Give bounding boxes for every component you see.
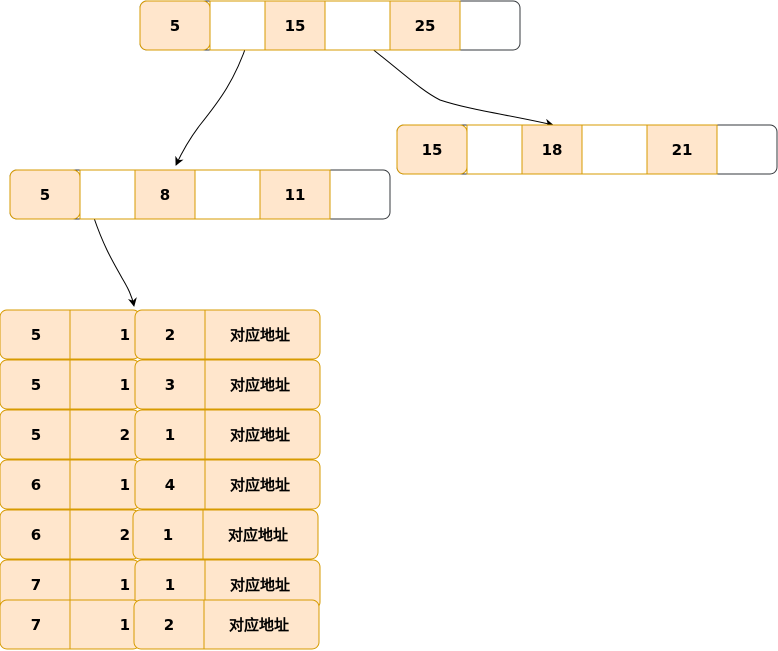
- leaf-col2-value: 1: [120, 376, 130, 394]
- leaf-col1-value: 5: [31, 426, 41, 444]
- leaf-col3-value: 1: [165, 426, 175, 444]
- key-cell: [521, 124, 583, 175]
- leaf-col1-value: 5: [31, 326, 41, 344]
- leaf-address-label: 对应地址: [230, 426, 290, 444]
- arrow-root-to-left: [175, 40, 249, 166]
- pointer-cell: [194, 169, 261, 220]
- pointer-cell: [466, 124, 523, 175]
- right-node: 15 18 21: [396, 124, 778, 175]
- leaf-row: 7 1 2 对应地址: [0, 599, 320, 650]
- leaf-block-right: [134, 359, 321, 410]
- leaf-node: 5 1 2 对应地址 5 1 3 对应地址 5 2 1 对应地址 6 1 4 对应地址 6 2 1 对应地址 7 1 1 对应…: [0, 309, 321, 650]
- left-node: 5 8 11: [9, 169, 391, 220]
- leaf-col3-value: 1: [165, 576, 175, 594]
- key-cell: [389, 0, 461, 51]
- leaf-col3-value: 1: [163, 526, 173, 544]
- pointer-cell: [324, 0, 391, 51]
- key-cell: [646, 124, 718, 175]
- leaf-col2-value: 1: [120, 576, 130, 594]
- leaf-row: 6 1 4 对应地址: [0, 459, 321, 510]
- left-key-3: 11: [285, 186, 306, 204]
- leaf-col1-value: 7: [31, 576, 41, 594]
- leaf-block-right: [132, 509, 319, 560]
- leaf-address-label: 对应地址: [230, 326, 290, 344]
- leaf-col1-value: 6: [31, 476, 41, 494]
- leaf-col2-value: 2: [120, 526, 130, 544]
- leaf-block-right: [134, 309, 321, 360]
- leaf-address-label: 对应地址: [230, 376, 290, 394]
- leaf-col3-value: 2: [164, 616, 174, 634]
- left-key-1: 5: [40, 186, 50, 204]
- connectors: [93, 40, 554, 307]
- root-key-2: 15: [285, 17, 306, 35]
- leaf-col3-value: 3: [165, 376, 175, 394]
- leaf-col2-value: 1: [120, 616, 130, 634]
- leaf-row: 5 2 1 对应地址: [0, 409, 321, 460]
- leaf-block-right: [133, 599, 320, 650]
- right-key-2: 18: [542, 141, 563, 159]
- root-key-1: 5: [170, 17, 180, 35]
- root-node: 5 15 25: [139, 0, 521, 51]
- leaf-address-label: 对应地址: [230, 576, 290, 594]
- pointer-cell: [581, 124, 648, 175]
- leaf-col2-value: 1: [120, 326, 130, 344]
- right-key-1: 15: [422, 141, 443, 159]
- leaf-col2-value: 1: [120, 476, 130, 494]
- root-key-3: 25: [415, 17, 436, 35]
- left-key-2: 8: [160, 186, 170, 204]
- leaf-row: 5 1 3 对应地址: [0, 359, 321, 410]
- leaf-block-right: [134, 409, 321, 460]
- key-cell: [134, 169, 196, 220]
- leaf-address-label: 对应地址: [228, 526, 288, 544]
- key-cell: [259, 169, 331, 220]
- leaf-row: 5 1 2 对应地址: [0, 309, 321, 360]
- leaf-col1-value: 7: [31, 616, 41, 634]
- leaf-row: 6 2 1 对应地址: [0, 509, 319, 560]
- leaf-col3-value: 2: [165, 326, 175, 344]
- leaf-col1-value: 5: [31, 376, 41, 394]
- leaf-address-label: 对应地址: [229, 616, 289, 634]
- leaf-address-label: 对应地址: [230, 476, 290, 494]
- arrow-root-to-right: [361, 40, 554, 128]
- leaf-block-right: [134, 459, 321, 510]
- leaf-col2-value: 2: [120, 426, 130, 444]
- pointer-cell: [79, 169, 136, 220]
- leaf-col3-value: 4: [165, 476, 175, 494]
- right-key-3: 21: [672, 141, 693, 159]
- pointer-cell: [209, 0, 266, 51]
- arrow-left-to-leaf: [93, 217, 137, 307]
- leaf-col1-value: 6: [31, 526, 41, 544]
- leaf-row: 7 1 1 对应地址: [0, 559, 321, 610]
